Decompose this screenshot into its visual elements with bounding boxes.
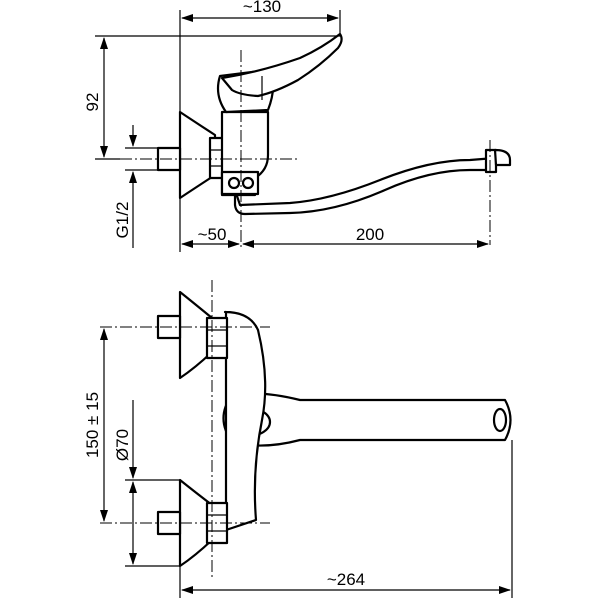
dim-spout-200: 200	[356, 225, 384, 244]
side-view	[120, 32, 512, 250]
dim-thread: G1/2	[113, 202, 132, 239]
upper-nut	[205, 316, 229, 360]
dim-top-width: ~130	[243, 0, 281, 16]
lever-handle-side	[220, 32, 343, 98]
dim-offset-50: ~50	[198, 225, 227, 244]
body-column-front	[223, 310, 267, 532]
dim-rosette-dia: Ø70	[113, 429, 132, 461]
front-view	[100, 280, 512, 580]
dim-height-92: 92	[83, 93, 102, 112]
dimension-lines: ~130 92 G1/2 ~50 200 150 ± 15 Ø70 ~264	[83, 0, 513, 598]
spout-side	[233, 156, 497, 216]
dim-overall-length: ~264	[327, 570, 365, 589]
dim-spacing: 150 ± 15	[83, 392, 102, 458]
